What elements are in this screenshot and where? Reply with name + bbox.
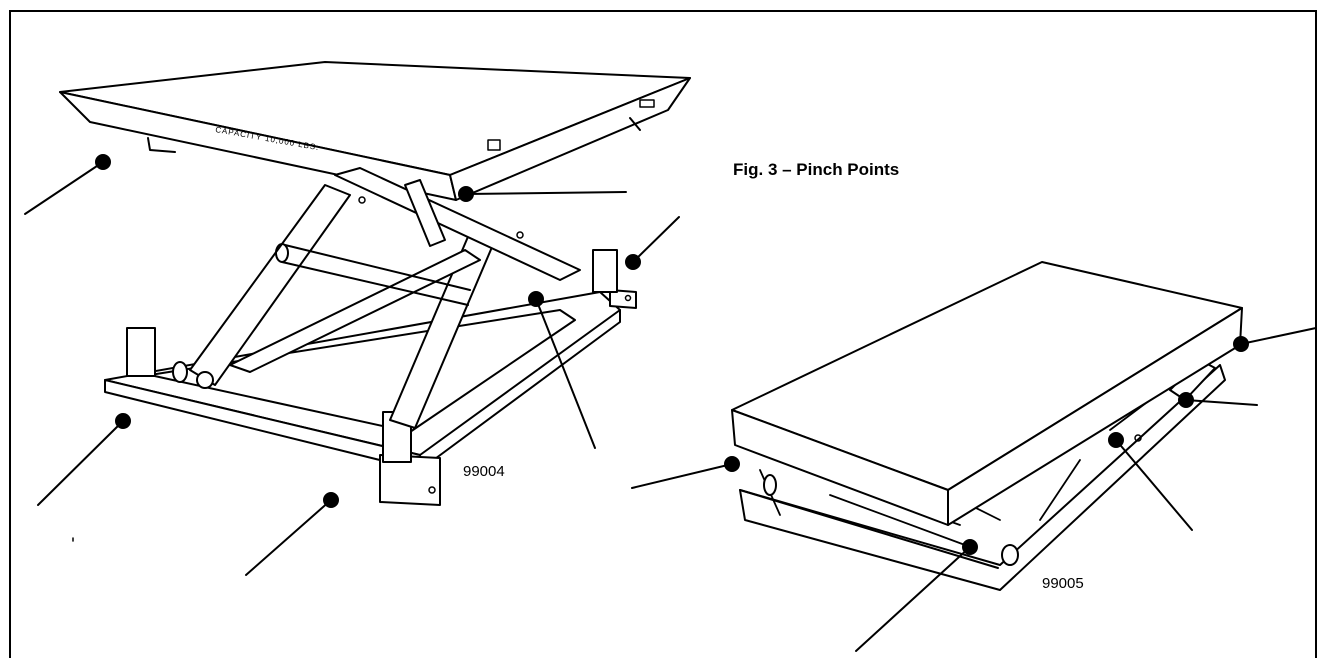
- bracket: [629, 117, 641, 131]
- pinch-point-dot: [962, 539, 978, 555]
- pinch-point-dot: [724, 456, 740, 472]
- callout-leader: [1185, 399, 1258, 406]
- callout-leader: [1115, 439, 1193, 531]
- hydraulic-cylinder: [404, 179, 446, 247]
- skirt-slot: [487, 139, 501, 151]
- cross-tube: [281, 244, 471, 306]
- callout-leader: [1240, 327, 1317, 345]
- scissor-arm: [334, 167, 581, 281]
- lowered-base: [739, 364, 1226, 591]
- callout-leader: [24, 161, 104, 215]
- corner-post: [592, 249, 618, 293]
- bracket: [147, 137, 176, 153]
- callout-leader: [245, 499, 332, 576]
- pinch-point-dot: [528, 291, 544, 307]
- part-number-left: 99004: [463, 463, 505, 480]
- callout-leader: [37, 420, 124, 506]
- pinch-point-callouts: [24, 154, 1317, 652]
- skirt-handle: [639, 99, 655, 108]
- pinch-point-dot: [1108, 432, 1124, 448]
- pinch-point-dot: [1178, 392, 1194, 408]
- raised-platform-side-skirt: [449, 77, 691, 201]
- pinch-point-dot: [458, 186, 474, 202]
- callout-leader: [632, 216, 680, 263]
- callout-leader: [855, 546, 971, 652]
- callout-leader: [631, 463, 733, 489]
- callout-leader: [535, 298, 596, 449]
- pinch-point-dot: [1233, 336, 1249, 352]
- part-number-right: 99005: [1042, 575, 1084, 592]
- lowered-base-edge: [739, 489, 999, 569]
- callout-leader: [465, 191, 627, 195]
- figure-frame: [9, 10, 1317, 658]
- base-frame-side: [419, 309, 621, 471]
- pinch-point-dot: [323, 492, 339, 508]
- raised-lift-table: CAPACITY 10,000 LBS.: [59, 61, 691, 506]
- base-foot-plate: [379, 454, 441, 506]
- corner-post: [126, 327, 156, 377]
- scissor-arm: [229, 249, 481, 373]
- pinch-point-dot: [625, 254, 641, 270]
- figure-title: Fig. 3 – Pinch Points: [733, 160, 900, 179]
- pinch-point-dot: [95, 154, 111, 170]
- base-frame-inner: [149, 309, 576, 433]
- base-foot-plate: [609, 289, 637, 309]
- pinch-point-dot: [115, 413, 131, 429]
- lowered-lift-table: [731, 261, 1243, 591]
